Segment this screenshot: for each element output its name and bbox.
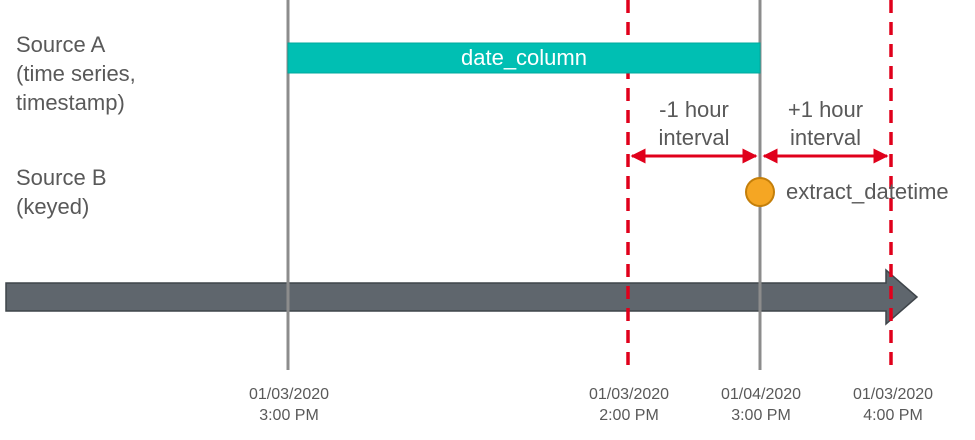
source-a-label: Source A (time series, timestamp) — [16, 32, 136, 115]
minus-interval-label: -1 hour interval — [658, 97, 730, 150]
tick-label-plus-hour: 01/03/2020 4:00 PM — [852, 386, 934, 424]
plus-interval-label: +1 hour interval — [787, 97, 864, 150]
date-column-bar — [287, 42, 761, 74]
date-column-label: date_column — [461, 45, 587, 70]
timeline-arrow — [5, 268, 919, 326]
extract-datetime-label: extract_datetime — [786, 179, 949, 204]
tick-label-start: 01/03/2020 3:00 PM — [248, 386, 330, 424]
tick-label-minus-hour: 01/03/2020 2:00 PM — [588, 386, 670, 424]
source-b-label: Source B (keyed) — [16, 165, 107, 219]
extract-datetime-point — [745, 177, 775, 207]
tick-label-extract: 01/04/2020 3:00 PM — [720, 386, 802, 424]
